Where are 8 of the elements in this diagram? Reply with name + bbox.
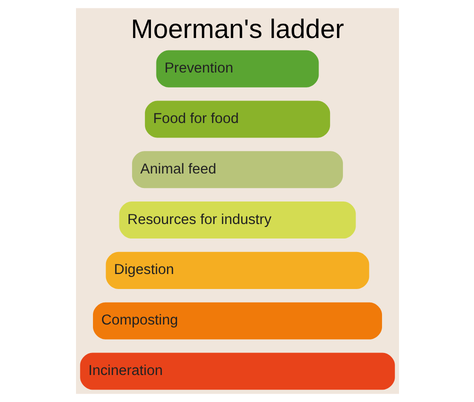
node-box: Animal feed bbox=[132, 151, 342, 188]
node-box: Prevention bbox=[156, 50, 318, 88]
diagram-title: Moerman's ladder bbox=[130, 14, 344, 44]
node-box: Digestion bbox=[105, 252, 369, 289]
node-box: Food for food bbox=[144, 100, 330, 138]
node-box: Composting bbox=[92, 302, 382, 340]
node-box: Incineration bbox=[80, 352, 394, 390]
node-box: Resources for industry bbox=[118, 202, 356, 239]
